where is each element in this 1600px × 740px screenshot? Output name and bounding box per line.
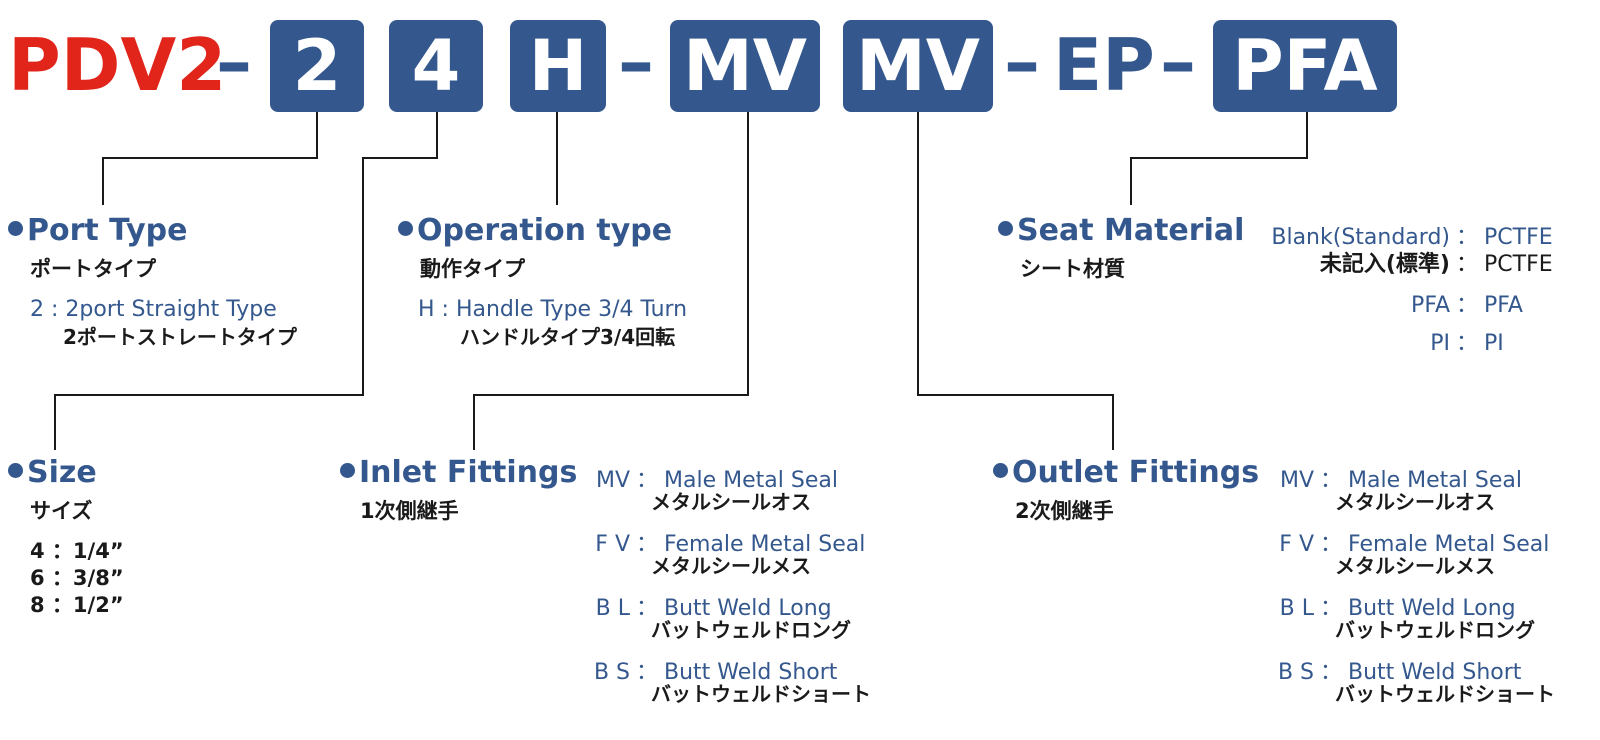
code-box-inlet: MV [670, 20, 820, 112]
outlet-fittings-heading: Outlet Fittings [993, 455, 1259, 491]
code-dash-1: – [216, 20, 252, 104]
code-box-operation: H [510, 20, 606, 112]
operation-type-option: H : Handle Type 3/4 Turn [418, 297, 688, 322]
size-option: 8 ：1/2” [30, 593, 124, 617]
seat-material-subtitle: シート材質 [1020, 257, 1125, 281]
outlet-option-bl-jp: バットウェルドロング [1335, 618, 1535, 642]
inlet-option-fv: F V ： Female Metal Seal [595, 532, 866, 557]
port-type-heading: Port Type [8, 213, 187, 249]
model-prefix: PDV2 [8, 23, 227, 107]
bullet-icon [8, 463, 23, 478]
operation-type-heading: Operation type [398, 213, 672, 249]
connector-outlet [917, 112, 1114, 450]
inlet-option-mv-jp: メタルシールオス [651, 490, 811, 514]
connector-size [54, 112, 438, 450]
inlet-option-bs: B S ： Butt Weld Short [593, 660, 838, 685]
port-type-option-jp: 2ポートストレートタイプ [63, 325, 297, 349]
inlet-option-mv: MV ： Male Metal Seal [595, 468, 838, 493]
inlet-option-fv-jp: メタルシールメス [651, 554, 811, 578]
outlet-option-fv: F V ： Female Metal Seal [1279, 532, 1550, 557]
seat-option-pfa: PFA ： PFA [1411, 293, 1523, 318]
size-subtitle: サイズ [30, 499, 93, 523]
outlet-option-mv-jp: メタルシールオス [1335, 490, 1495, 514]
code-surface: EP [1053, 23, 1155, 107]
inlet-option-bs-jp: バットウェルドショート [651, 682, 871, 706]
connector-inlet [473, 112, 749, 450]
seat-option-standard-jp: 未記入(標準) ： PCTFE [1319, 252, 1553, 277]
code-box-port: 2 [270, 20, 364, 112]
operation-type-subtitle: 動作タイプ [420, 257, 525, 281]
code-dash-3: – [1004, 20, 1040, 104]
inlet-option-bl-jp: バットウェルドロング [651, 618, 851, 642]
connector-port [102, 112, 318, 205]
outlet-option-bs: B S ： Butt Weld Short [1277, 660, 1522, 685]
outlet-option-fv-jp: メタルシールメス [1335, 554, 1495, 578]
inlet-fittings-subtitle: 1次側継手 [360, 499, 459, 523]
code-box-outlet: MV [843, 20, 993, 112]
code-dash-2: – [618, 20, 654, 104]
port-type-subtitle: ポートタイプ [30, 257, 156, 281]
operation-type-option-jp: ハンドルタイプ3/4回転 [460, 325, 676, 349]
bullet-icon [998, 221, 1013, 236]
inlet-option-bl: B L ： Butt Weld Long [595, 596, 832, 621]
code-box-seat: PFA [1213, 20, 1397, 112]
outlet-option-mv: MV ： Male Metal Seal [1279, 468, 1522, 493]
port-type-option: 2 : 2port Straight Type [30, 297, 277, 322]
outlet-option-bs-jp: バットウェルドショート [1335, 682, 1555, 706]
bullet-icon [340, 463, 355, 478]
seat-material-heading: Seat Material [998, 213, 1244, 249]
bullet-icon [993, 463, 1008, 478]
seat-option-pi: PI ： PI [1430, 331, 1504, 356]
bullet-icon [8, 221, 23, 236]
outlet-fittings-subtitle: 2次側継手 [1015, 499, 1114, 523]
code-box-size: 4 [389, 20, 483, 112]
size-heading: Size [8, 455, 97, 491]
bullet-icon [398, 221, 413, 236]
outlet-option-bl: B L ： Butt Weld Long [1279, 596, 1516, 621]
size-option: 6 ：3/8” [30, 566, 124, 590]
connector-seat [1130, 112, 1308, 205]
inlet-fittings-heading: Inlet Fittings [340, 455, 577, 491]
code-dash-4: – [1160, 20, 1196, 104]
size-option: 4 ：1/4” [30, 539, 124, 563]
seat-option-standard: Blank(Standard) ： PCTFE [1271, 225, 1553, 250]
